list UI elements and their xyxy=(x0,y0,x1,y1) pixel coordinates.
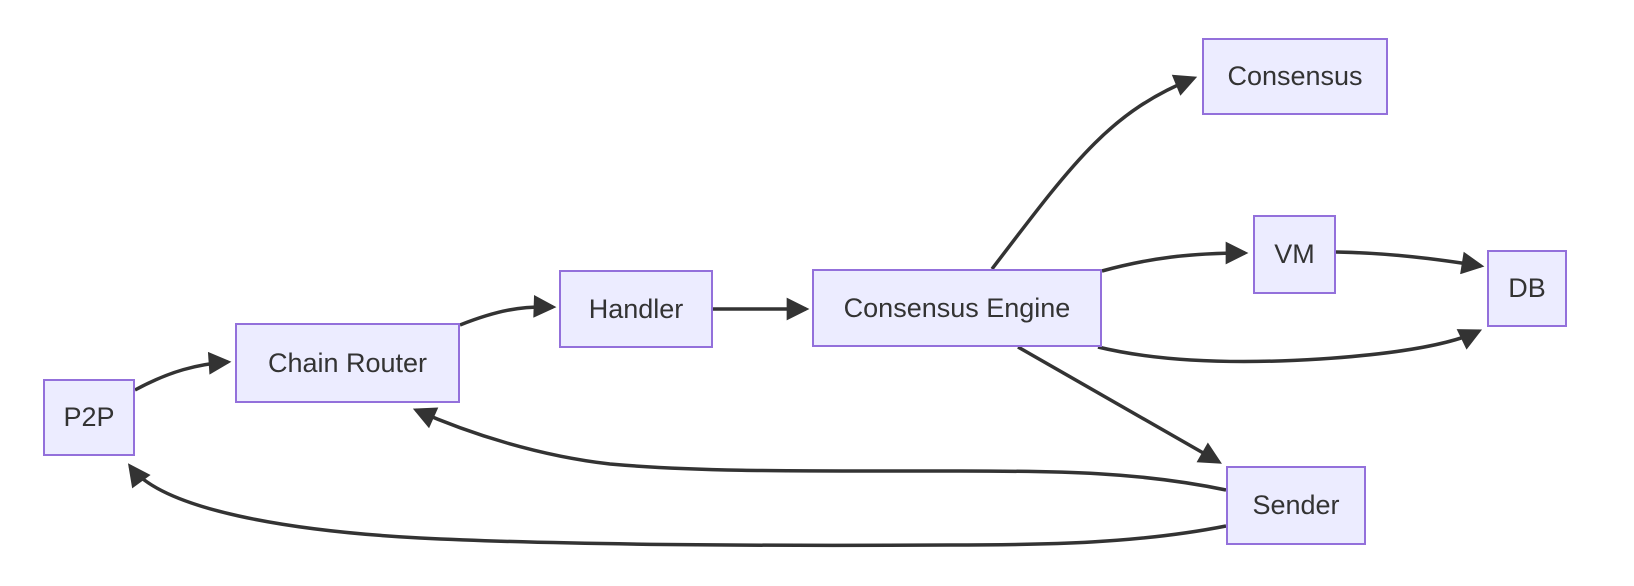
edge-consensus-engine-to-sender xyxy=(1017,345,1222,464)
node-db: DB xyxy=(1487,250,1567,327)
node-db-label: DB xyxy=(1508,273,1546,303)
edge-chain-router-to-handler xyxy=(459,295,557,327)
node-consensus-engine-label: Consensus Engine xyxy=(843,292,1071,323)
node-handler: Handler xyxy=(559,270,713,348)
node-sender: Sender xyxy=(1226,466,1366,545)
edge-consensus-engine-to-consensus xyxy=(990,74,1198,271)
node-p2p: P2P xyxy=(43,379,135,456)
node-chain-router-label: Chain Router xyxy=(267,347,428,378)
node-sender-label: Sender xyxy=(1252,490,1340,520)
node-consensus-engine: Consensus Engine xyxy=(812,269,1102,347)
edge-p2p-to-chain-router xyxy=(134,351,232,392)
node-chain-router: Chain Router xyxy=(235,323,460,403)
node-consensus: Consensus xyxy=(1202,38,1388,115)
edge-sender-to-chain-router xyxy=(412,407,1227,492)
edge-consensus-engine-to-vm xyxy=(1101,241,1249,273)
node-vm-label: VM xyxy=(1274,239,1315,269)
node-vm: VM xyxy=(1253,215,1336,294)
edge-sender-to-p2p xyxy=(127,463,1227,548)
node-consensus-label: Consensus xyxy=(1227,61,1363,91)
edge-consensus-engine-to-db xyxy=(1097,329,1483,364)
edge-vm-to-db xyxy=(1335,250,1485,275)
node-handler-label: Handler xyxy=(588,293,684,324)
node-p2p-label: P2P xyxy=(63,402,115,432)
